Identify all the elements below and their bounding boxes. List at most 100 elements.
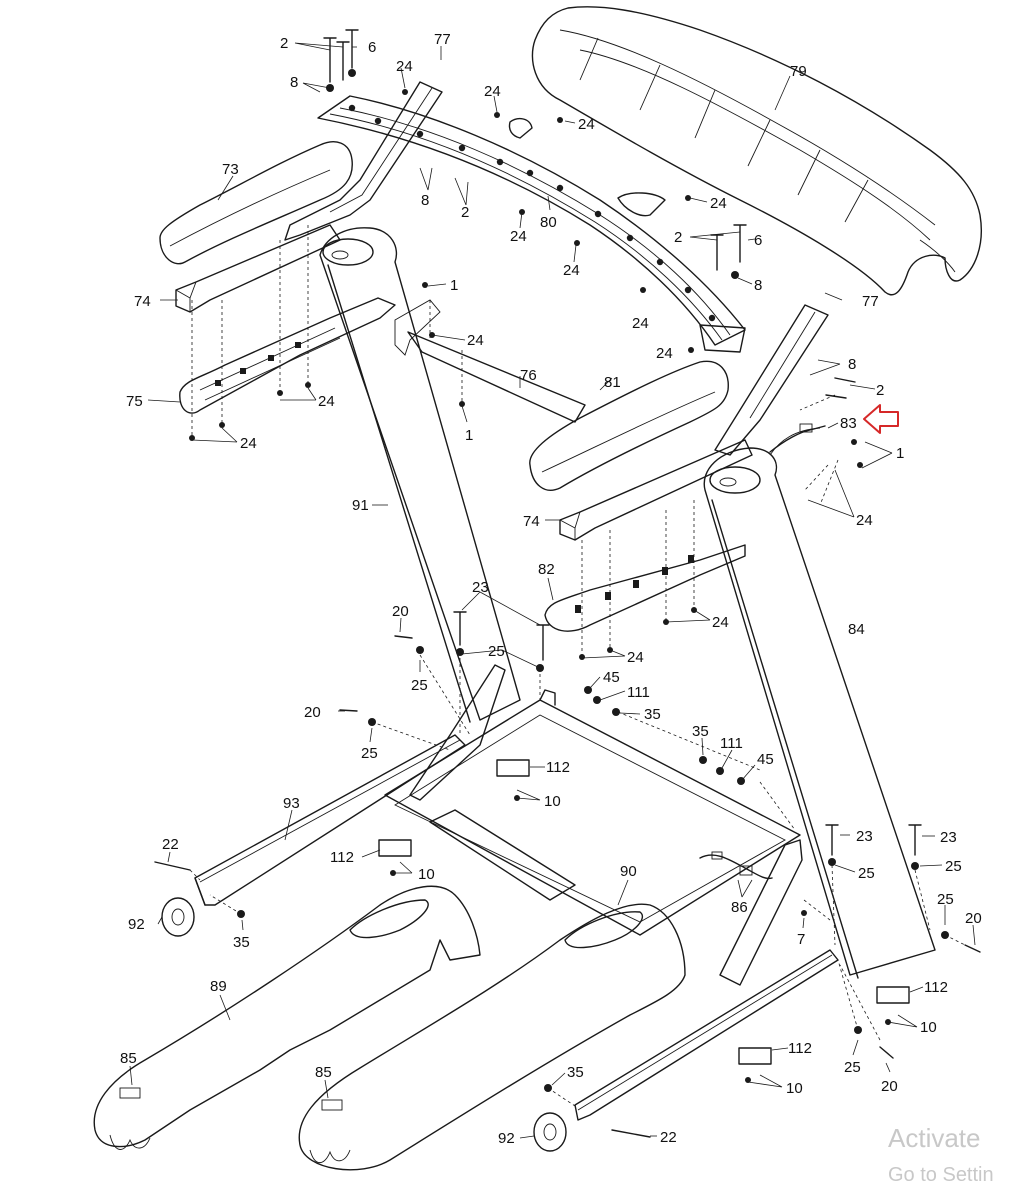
label-75: 75 (126, 393, 143, 410)
label-25: 25 (488, 643, 505, 660)
label-77: 77 (862, 293, 879, 310)
label-10: 10 (920, 1019, 937, 1036)
label-25: 25 (858, 865, 875, 882)
label-6: 6 (368, 39, 376, 56)
label-10: 10 (418, 866, 435, 883)
part-75-left-lower-shroud (179, 297, 396, 414)
part-86-wiring-harness (699, 851, 773, 880)
label-111: 111 (720, 735, 743, 752)
label-85: 85 (315, 1064, 332, 1081)
label-25: 25 (411, 677, 428, 694)
assembly-dashed-lines (189, 225, 966, 1109)
label-85: 85 (120, 1050, 137, 1067)
label-20: 20 (965, 910, 982, 927)
label-112: 112 (924, 979, 948, 996)
label-35: 35 (692, 723, 709, 740)
label-8: 8 (848, 356, 856, 373)
highlight-arrow-icon (863, 404, 899, 434)
label-25: 25 (937, 891, 954, 908)
part-74-right-handrail-tube (559, 439, 753, 541)
right-upper-upright (714, 304, 829, 456)
label-80: 80 (540, 214, 557, 231)
label-1: 1 (896, 445, 904, 462)
label-24: 24 (712, 614, 729, 631)
label-10: 10 (544, 793, 561, 810)
label-25: 25 (945, 858, 962, 875)
part-92-bottom-wheel (533, 1112, 567, 1152)
left-upper-upright (284, 81, 443, 241)
label-79: 79 (790, 63, 807, 80)
label-86: 86 (731, 899, 748, 916)
label-23: 23 (940, 829, 957, 846)
label-112: 112 (330, 849, 354, 866)
label-10: 10 (786, 1080, 803, 1097)
watermark-line-2: Go to Settin (888, 1164, 994, 1186)
hardware-pads (378, 759, 910, 1065)
label-111: 111 (627, 684, 650, 701)
label-22: 22 (660, 1129, 677, 1146)
label-82: 82 (538, 561, 555, 578)
label-89: 89 (210, 978, 227, 995)
label-77: 77 (434, 31, 451, 48)
label-8: 8 (290, 74, 298, 91)
label-7: 7 (797, 931, 805, 948)
part-84-right-main-upright (703, 427, 936, 979)
label-35: 35 (567, 1064, 584, 1081)
label-25: 25 (844, 1059, 861, 1076)
label-24: 24 (396, 58, 413, 75)
label-2: 2 (674, 229, 682, 246)
label-25: 25 (361, 745, 378, 762)
label-93: 93 (283, 795, 300, 812)
label-6: 6 (754, 232, 762, 249)
label-24: 24 (240, 435, 257, 452)
label-24: 24 (510, 228, 527, 245)
label-35: 35 (233, 934, 250, 951)
watermark-line-1: Activate (888, 1123, 981, 1153)
label-45: 45 (757, 751, 774, 768)
label-112: 112 (788, 1040, 812, 1057)
label-22: 22 (162, 836, 179, 853)
label-24: 24 (563, 262, 580, 279)
label-20: 20 (304, 704, 321, 721)
part-labels: 2 6 77 24 8 24 24 79 73 8 2 80 24 24 24 … (120, 31, 982, 1147)
label-90: 90 (620, 863, 637, 880)
part-89-left-side-cover (93, 885, 481, 1150)
label-23: 23 (472, 579, 489, 596)
label-2: 2 (876, 382, 884, 399)
label-8: 8 (754, 277, 762, 294)
label-84: 84 (848, 621, 865, 638)
part-82-right-lower-shroud (544, 544, 746, 632)
label-1: 1 (450, 277, 458, 294)
part-80-arch-bar (317, 95, 746, 353)
label-20: 20 (881, 1078, 898, 1095)
label-24: 24 (656, 345, 673, 362)
label-92: 92 (498, 1130, 515, 1147)
activation-watermark: Activate Go to Settin (888, 1123, 994, 1186)
label-24: 24 (578, 116, 595, 133)
part-90-right-side-cover (298, 903, 686, 1171)
label-91: 91 (352, 497, 369, 514)
label-20: 20 (392, 603, 409, 620)
part-92-left-wheel (161, 897, 195, 937)
label-24: 24 (632, 315, 649, 332)
hardware-bolts (154, 29, 981, 1138)
part-79-console-tray (531, 6, 982, 296)
part-93-lower-left-frame (194, 734, 466, 906)
part-83-cable (769, 423, 826, 453)
label-1: 1 (465, 427, 473, 444)
label-24: 24 (627, 649, 644, 666)
label-81: 81 (604, 374, 621, 391)
label-35: 35 (644, 706, 661, 723)
label-76: 76 (520, 367, 537, 384)
label-24: 24 (856, 512, 873, 529)
label-112: 112 (546, 759, 570, 776)
label-74: 74 (134, 293, 151, 310)
base-frame (384, 664, 839, 1121)
label-8: 8 (421, 192, 429, 209)
label-24: 24 (467, 332, 484, 349)
label-24: 24 (318, 393, 335, 410)
label-83: 83 (840, 415, 857, 432)
label-92: 92 (128, 916, 145, 933)
part-73-left-handrail-cover (159, 141, 353, 265)
